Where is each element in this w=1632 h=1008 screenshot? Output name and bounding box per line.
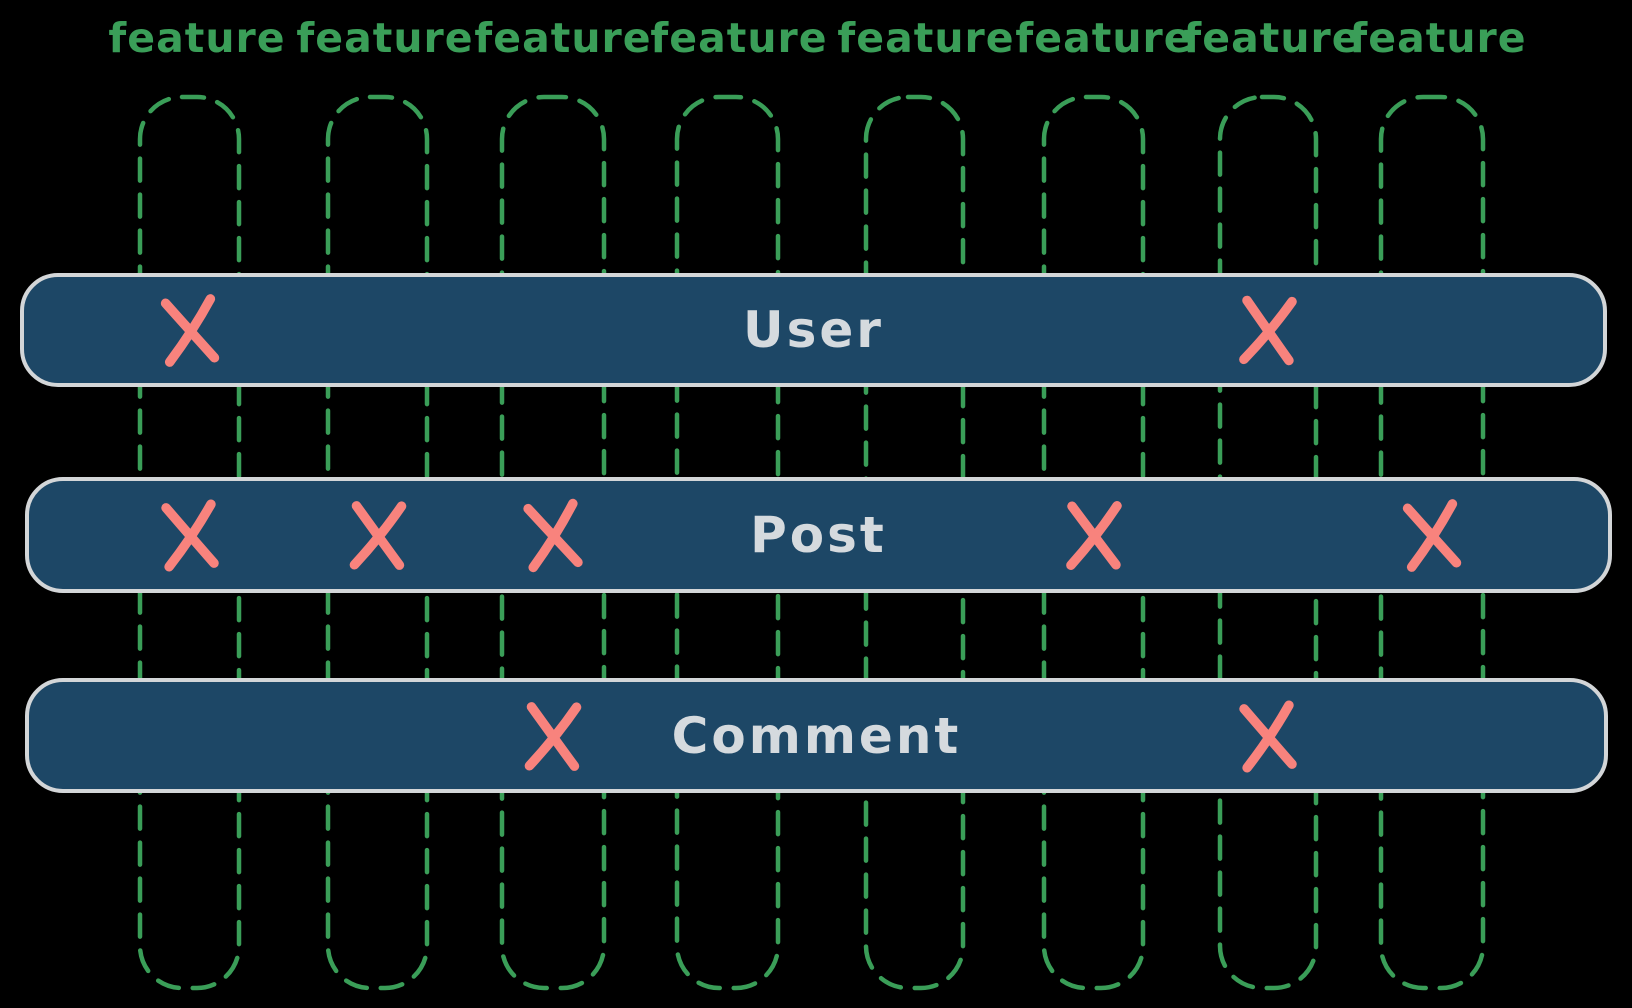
x-mark-icon bbox=[1239, 700, 1297, 772]
x-mark-icon bbox=[524, 701, 582, 771]
x-mark-stroke bbox=[1244, 709, 1267, 732]
x-mark-icon bbox=[160, 294, 219, 367]
x-mark-stroke bbox=[1242, 295, 1294, 366]
x-mark-stroke bbox=[526, 701, 580, 771]
entity-row-comment: Comment bbox=[25, 678, 1608, 793]
x-mark-stroke bbox=[1239, 296, 1297, 365]
feature-column bbox=[325, 94, 430, 991]
feature-column-label: feature bbox=[650, 14, 828, 62]
x-mark-icon bbox=[349, 501, 406, 570]
x-mark-icon bbox=[1402, 499, 1462, 572]
entity-label: Comment bbox=[671, 706, 962, 765]
x-mark-stroke bbox=[164, 294, 215, 367]
entity-row-user: User bbox=[20, 273, 1607, 387]
entity-label: User bbox=[743, 301, 884, 359]
feature-column-label: feature bbox=[474, 14, 652, 62]
x-mark-icon bbox=[1065, 501, 1122, 570]
x-mark-stroke bbox=[166, 509, 188, 532]
feature-column bbox=[137, 94, 242, 991]
feature-column-label: feature bbox=[1349, 14, 1527, 62]
feature-column-label: feature bbox=[1015, 14, 1193, 62]
x-mark-stroke bbox=[351, 501, 404, 570]
x-mark-stroke bbox=[1408, 509, 1430, 532]
feature-column bbox=[1378, 94, 1486, 991]
feature-column bbox=[499, 94, 607, 991]
x-mark-stroke bbox=[532, 708, 552, 732]
x-mark-icon bbox=[1239, 295, 1297, 366]
x-mark-stroke bbox=[1402, 503, 1462, 568]
x-mark-stroke bbox=[160, 298, 219, 363]
x-mark-stroke bbox=[1239, 703, 1297, 769]
x-mark-stroke bbox=[160, 503, 219, 568]
x-mark-stroke bbox=[523, 503, 583, 568]
x-mark-stroke bbox=[356, 507, 377, 532]
feature-column bbox=[863, 94, 966, 991]
x-mark-icon bbox=[160, 499, 219, 572]
feature-column bbox=[1041, 94, 1146, 991]
feature-column-label: feature bbox=[1183, 14, 1361, 62]
x-mark-stroke bbox=[1065, 501, 1122, 570]
feature-column bbox=[674, 94, 781, 991]
x-mark-stroke bbox=[349, 501, 406, 570]
feature-column-label: feature bbox=[296, 14, 474, 62]
x-mark-stroke bbox=[1242, 700, 1294, 772]
x-mark-stroke bbox=[528, 498, 578, 573]
x-mark-stroke bbox=[1406, 499, 1458, 572]
x-mark-stroke bbox=[166, 304, 188, 327]
feature-column bbox=[1217, 94, 1319, 991]
x-mark-stroke bbox=[529, 510, 551, 532]
x-mark-icon bbox=[523, 498, 583, 573]
feature-column-label: feature bbox=[108, 14, 286, 62]
x-mark-stroke bbox=[524, 701, 582, 771]
entity-label: Post bbox=[750, 506, 887, 564]
x-mark-stroke bbox=[163, 499, 216, 572]
x-mark-stroke bbox=[1072, 508, 1092, 532]
entity-row-post: Post bbox=[25, 477, 1612, 593]
feature-column-label: feature bbox=[837, 14, 1015, 62]
x-mark-stroke bbox=[1247, 302, 1267, 326]
x-mark-stroke bbox=[1066, 501, 1121, 570]
